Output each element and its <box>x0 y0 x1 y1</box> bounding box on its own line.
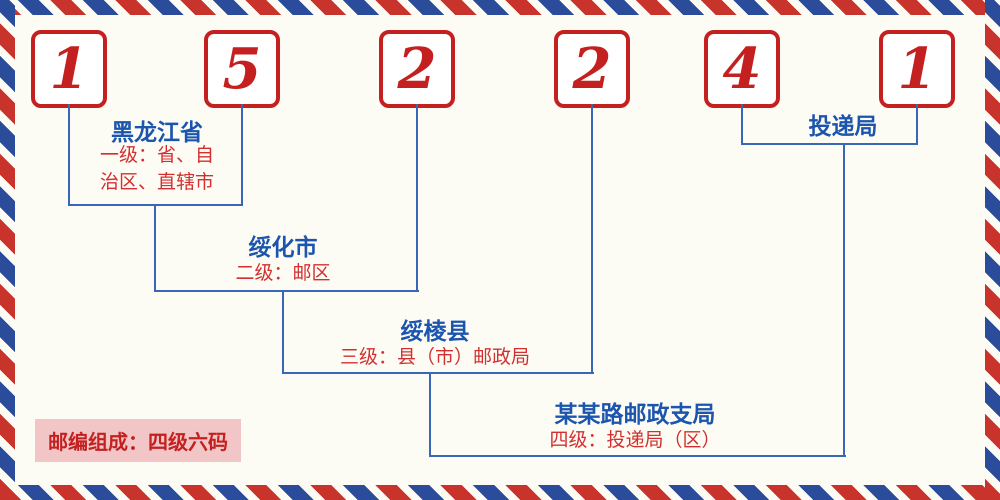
airmail-border-bottom <box>0 485 1000 500</box>
postal-digit-box-1: 1 <box>31 30 107 108</box>
connector-line <box>241 104 243 206</box>
postal-composition-badge: 邮编组成：四级六码 <box>35 419 241 462</box>
connector-line <box>429 372 431 457</box>
connector-line <box>843 143 845 457</box>
connector-line <box>429 455 846 457</box>
postal-digit-box-4: 2 <box>554 30 630 108</box>
airmail-border-right <box>985 0 1000 500</box>
postal-digit-box-2: 5 <box>204 30 280 108</box>
branch-name: 某某路邮政支局 <box>554 402 716 428</box>
connector-line <box>916 104 918 145</box>
level1-description: 一级：省、自治区、直辖市 <box>99 144 214 193</box>
postal-digit-box-3: 2 <box>379 30 455 108</box>
delivery-office-label: 投递局 <box>808 114 878 140</box>
airmail-border-top <box>0 0 1000 15</box>
connector-line <box>154 204 156 292</box>
province-name: 黑龙江省 <box>111 120 203 146</box>
connector-line <box>282 290 284 374</box>
level4-description: 四级：投递局（区） <box>549 429 721 451</box>
level2-description: 二级：邮区 <box>235 262 331 284</box>
postal-digit-box-6: 1 <box>879 30 955 108</box>
connector-line <box>282 372 594 374</box>
city-name: 绥化市 <box>248 235 318 261</box>
postal-digit-box-5: 4 <box>704 30 780 108</box>
county-name: 绥棱县 <box>400 319 470 345</box>
airmail-border-left <box>0 0 15 500</box>
level3-description: 三级：县（市）邮政局 <box>339 346 531 368</box>
connector-line <box>741 104 743 145</box>
connector-line <box>416 104 418 292</box>
connector-line <box>68 104 70 206</box>
connector-line <box>741 143 918 145</box>
connector-line <box>591 104 593 374</box>
connector-line <box>154 290 419 292</box>
